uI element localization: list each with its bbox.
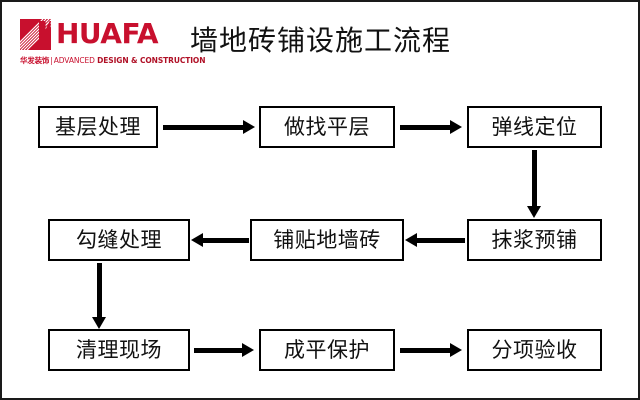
logo-tagline: 华发装饰|ADVANCED DESIGN & CONSTRUCTION	[20, 52, 205, 65]
slide-header: HUAFA 华发装饰|ADVANCED DESIGN & CONSTRUCTIO…	[2, 2, 638, 80]
arrow-shaft	[202, 238, 249, 243]
logo-wordmark: HUAFA	[56, 17, 159, 50]
logo-tagline-separator: |	[50, 56, 53, 65]
arrow-head	[527, 206, 541, 218]
flow-arrow-base-to-leveling	[163, 120, 255, 134]
page-title: 墙地砖铺设施工流程	[190, 24, 452, 57]
arrow-head	[450, 343, 462, 357]
flow-arrow-tiling-to-grouting	[191, 233, 249, 247]
flow-node-base-treatment[interactable]: 基层处理	[38, 106, 158, 148]
arrow-head	[243, 120, 255, 134]
logo-tagline-advanced: ADVANCED	[53, 56, 98, 65]
arrow-head	[450, 120, 462, 134]
arrow-shaft	[532, 150, 537, 207]
arrow-shaft	[163, 125, 244, 130]
flow-arrow-grouting-to-cleanup	[92, 263, 106, 329]
flow-arrow-cleanup-to-protection	[194, 343, 254, 357]
logo-tagline-design-construction: DESIGN & CONSTRUCTION	[97, 56, 206, 65]
flow-node-grouting[interactable]: 勾缝处理	[48, 219, 190, 261]
logo-tagline-cn: 华发装饰	[20, 56, 50, 65]
company-logo: HUAFA 华发装饰|ADVANCED DESIGN & CONSTRUCTIO…	[20, 17, 205, 65]
flow-arrow-leveling-to-layout	[400, 120, 462, 134]
flow-node-leveling-layer[interactable]: 做找平层	[259, 106, 395, 148]
flow-node-item-acceptance[interactable]: 分项验收	[467, 329, 602, 371]
flow-node-site-cleanup[interactable]: 清理现场	[48, 329, 190, 371]
huafa-k-logo-icon	[20, 19, 51, 50]
arrow-head	[242, 343, 254, 357]
flow-node-mortar-prelay[interactable]: 抹浆预铺	[467, 219, 602, 261]
flow-arrow-protection-to-acceptance	[400, 343, 462, 357]
flow-node-line-marking[interactable]: 弹线定位	[467, 106, 602, 148]
flow-arrow-layout-to-premortar	[527, 150, 541, 218]
arrow-head	[92, 317, 106, 329]
arrow-head	[405, 233, 417, 247]
arrow-shaft	[416, 238, 465, 243]
flow-node-tile-laying[interactable]: 铺贴地墙砖	[250, 219, 404, 261]
arrow-shaft	[194, 348, 243, 353]
arrow-shaft	[400, 125, 451, 130]
arrow-shaft	[97, 263, 102, 318]
flow-arrow-premortar-to-tiling	[405, 233, 465, 247]
arrow-shaft	[400, 348, 451, 353]
arrow-head	[191, 233, 203, 247]
flow-node-finish-protection[interactable]: 成平保护	[259, 329, 395, 371]
